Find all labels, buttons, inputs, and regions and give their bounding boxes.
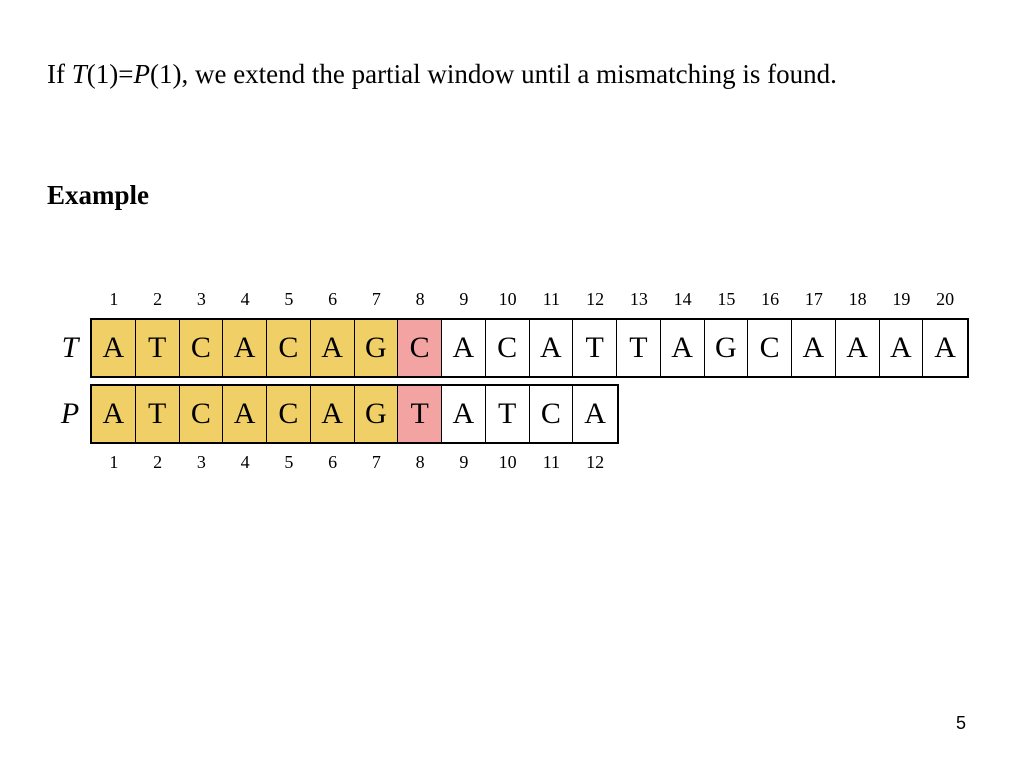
pattern-index-12: 12: [586, 452, 605, 472]
text-index-6: 6: [328, 289, 338, 309]
pattern-index-3: 3: [196, 452, 206, 472]
pattern-cell-4: A: [223, 386, 267, 442]
text-cell-11: A: [529, 320, 574, 376]
text-index-1: 1: [109, 289, 119, 309]
text-index-2: 2: [153, 289, 163, 309]
text-sequence-label: T: [61, 331, 79, 364]
pattern-index-8: 8: [415, 452, 425, 472]
text-index-9: 9: [459, 289, 469, 309]
pattern-cell-6: A: [310, 386, 355, 442]
text-index-20: 20: [936, 289, 955, 309]
pattern-index-2: 2: [153, 452, 163, 472]
text-index-18: 18: [848, 289, 867, 309]
text-index-5: 5: [284, 289, 294, 309]
text-cell-12: T: [573, 320, 617, 376]
pattern-index-1: 1: [109, 452, 119, 472]
text-index-3: 3: [196, 289, 206, 309]
text-cell-19: A: [879, 320, 924, 376]
pattern-cell-10: T: [485, 386, 530, 442]
text-cell-16: C: [748, 320, 792, 376]
text-cell-20: A: [923, 320, 967, 376]
page-number: 5: [955, 713, 966, 733]
pattern-index-5: 5: [284, 452, 294, 472]
pattern-cell-9: A: [442, 386, 486, 442]
text-cell-6: A: [310, 320, 355, 376]
text-cell-3: C: [179, 320, 224, 376]
pattern-cell-8: T: [398, 386, 442, 442]
text-cell-7: G: [354, 320, 399, 376]
text-index-4: 4: [240, 289, 250, 309]
pattern-cell-12: A: [573, 386, 617, 442]
pattern-cell-11: C: [529, 386, 574, 442]
text-cell-18: A: [835, 320, 880, 376]
text-index-17: 17: [804, 289, 823, 309]
pattern-index-7: 7: [371, 452, 381, 472]
text-cell-8: C: [398, 320, 442, 376]
pattern-cell-2: T: [135, 386, 180, 442]
pattern-cell-1: A: [92, 386, 136, 442]
pattern-sequence-label: P: [60, 397, 80, 430]
text-cell-4: A: [223, 320, 267, 376]
pattern-index-9: 9: [459, 452, 469, 472]
text-index-15: 15: [717, 289, 736, 309]
text-cell-1: A: [92, 320, 136, 376]
pattern-index-10: 10: [498, 452, 517, 472]
text-cell-5: C: [267, 320, 311, 376]
text-cell-9: A: [442, 320, 486, 376]
text-cell-17: A: [792, 320, 836, 376]
text-index-10: 10: [498, 289, 517, 309]
text-index-19: 19: [892, 289, 911, 309]
text-index-12: 12: [586, 289, 605, 309]
text-cell-14: A: [660, 320, 705, 376]
pattern-index-11: 11: [542, 452, 561, 472]
text-index-11: 11: [542, 289, 561, 309]
text-cell-13: T: [617, 320, 661, 376]
text-index-7: 7: [371, 289, 381, 309]
description-text: If T(1)=P(1), we extend the partial wind…: [47, 59, 837, 89]
text-cell-15: G: [704, 320, 749, 376]
text-index-14: 14: [673, 289, 692, 309]
text-cell-2: T: [135, 320, 180, 376]
text-index-8: 8: [415, 289, 425, 309]
text-index-13: 13: [629, 289, 648, 309]
text-cell-10: C: [485, 320, 530, 376]
pattern-cell-7: G: [354, 386, 399, 442]
text-index-16: 16: [761, 289, 780, 309]
pattern-cell-5: C: [267, 386, 311, 442]
pattern-index-6: 6: [328, 452, 338, 472]
example-heading: Example: [47, 180, 150, 210]
pattern-cell-3: C: [179, 386, 224, 442]
pattern-index-4: 4: [240, 452, 250, 472]
